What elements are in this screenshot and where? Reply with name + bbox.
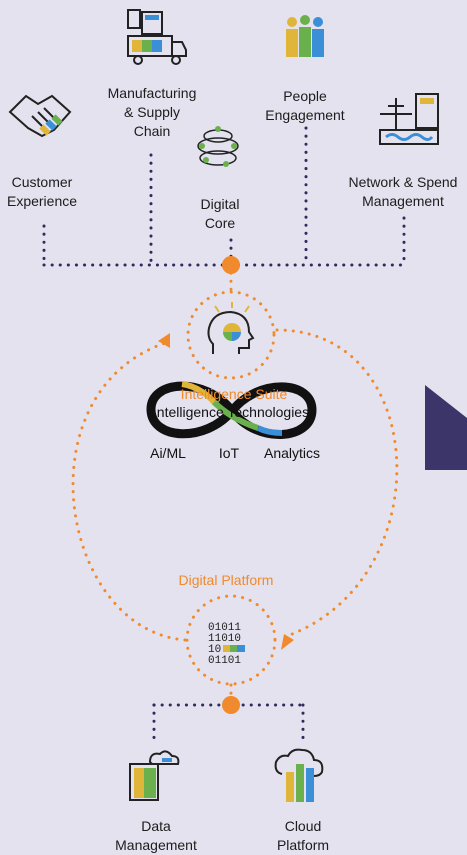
top-connector-lines <box>42 126 406 267</box>
label-cloud-platform: Cloud Platform <box>277 817 329 855</box>
label-line: Chain <box>133 123 171 139</box>
label-line: Management <box>362 193 444 209</box>
binary-code-icon: 01011 11010 10 01101 <box>208 622 245 667</box>
label-customer-experience: Customer Experience <box>7 173 77 211</box>
tech-item-aiml: Ai/ML <box>150 445 186 461</box>
infinity-icon <box>146 381 317 439</box>
label-line: People <box>283 88 327 104</box>
plane-calculator-icon <box>379 93 439 145</box>
intelligence-technologies-title: Intelligence Technologies <box>152 404 310 420</box>
head-lightbulb-icon <box>207 302 255 354</box>
svg-text:11010: 11010 <box>208 633 241 645</box>
intelligence-loop <box>71 263 399 686</box>
documents-cloud-icon <box>129 750 180 801</box>
svg-text:01101: 01101 <box>208 655 241 667</box>
label-data-management: Data Management <box>115 817 197 855</box>
label-network-spend: Network & Spend Management <box>349 173 458 211</box>
label-line: Digital <box>200 196 240 212</box>
people-group-icon <box>286 15 324 57</box>
label-line: Experience <box>6 193 78 209</box>
label-people-engagement: People Engagement <box>265 87 344 125</box>
svg-text:01011: 01011 <box>208 622 241 634</box>
label-line: Platform <box>276 837 330 853</box>
cloud-bars-icon <box>274 748 324 802</box>
intelligence-suite-label: Intelligence Suite <box>180 386 288 402</box>
sphere-network-icon <box>197 126 239 167</box>
label-digital-core: Digital Core <box>201 195 240 233</box>
label-line: Network & Spend <box>348 174 458 190</box>
tech-item-iot: IoT <box>218 445 240 461</box>
factory-truck-icon <box>127 9 187 65</box>
label-line: Data <box>141 818 171 834</box>
loop-arrowhead-left <box>158 333 170 348</box>
right-arrow-body <box>425 385 467 470</box>
loop-arrowhead-right <box>281 634 294 650</box>
label-line: Engagement <box>265 107 345 123</box>
label-line: Manufacturing <box>107 85 197 101</box>
bottom-hub-node <box>222 696 240 714</box>
label-manufacturing: Manufacturing & Supply Chain <box>108 84 197 141</box>
label-line: Core <box>204 215 236 231</box>
handshake-icon <box>8 94 72 138</box>
label-line: & Supply <box>123 104 181 120</box>
tech-item-analytics: Analytics <box>263 445 321 461</box>
label-line: Cloud <box>284 818 322 834</box>
label-line: Management <box>115 837 197 853</box>
label-line: Customer <box>11 174 73 190</box>
svg-text:10: 10 <box>208 644 221 656</box>
digital-platform-label: Digital Platform <box>178 572 274 588</box>
